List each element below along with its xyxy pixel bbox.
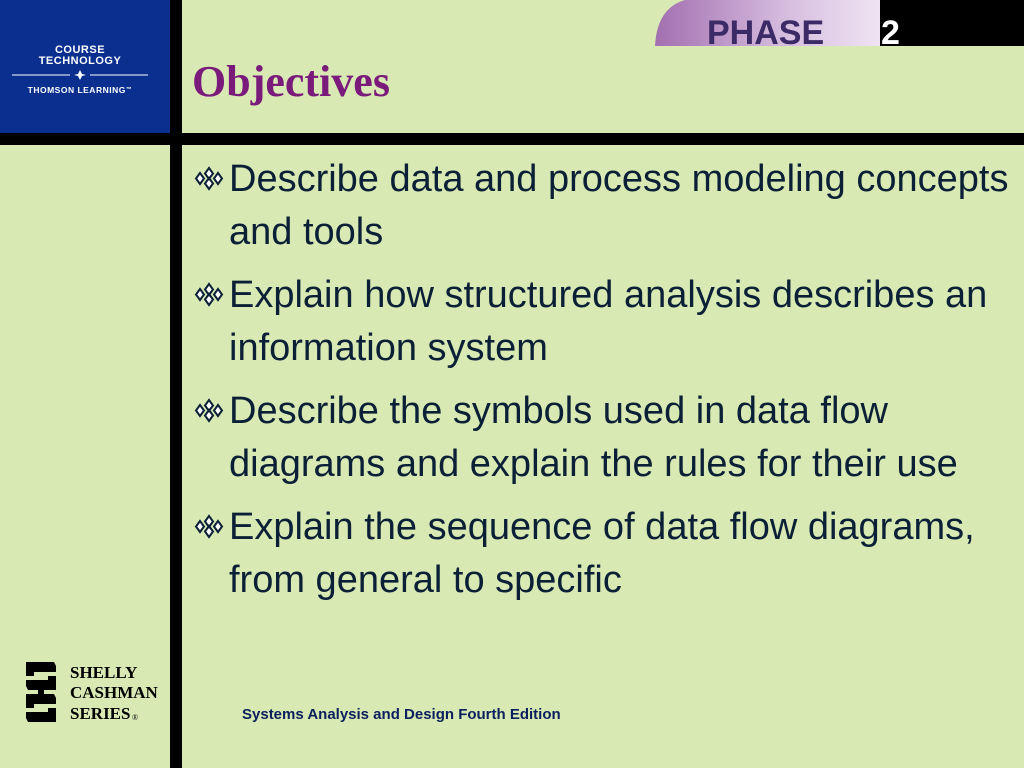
logo-line-technology: TECHNOLOGY xyxy=(38,55,122,67)
footer-edition-text: Systems Analysis and Design Fourth Editi… xyxy=(242,706,561,723)
series-logo-registered: ® xyxy=(132,713,138,722)
phase-number: 2 xyxy=(881,14,900,46)
series-logo-shelly: SHELLY xyxy=(70,663,137,682)
objective-item: Explain the sequence of data flow diagra… xyxy=(191,501,1016,607)
objective-item: Explain how structured analysis describe… xyxy=(191,269,1016,375)
shelly-cashman-series-logo: SHELLY CASHMAN SERIES ® xyxy=(26,662,159,723)
logo-line-course: COURSE xyxy=(54,44,106,56)
logo-star-icon xyxy=(12,70,148,80)
four-diamond-bullet-icon xyxy=(194,514,224,539)
objective-text: Explain how structured analysis describe… xyxy=(229,274,988,369)
logo-thomson-text: THOMSON LEARNING xyxy=(27,85,126,95)
series-logo-cashman: CASHMAN xyxy=(70,683,159,702)
objective-text: Describe the symbols used in data flow d… xyxy=(229,390,958,485)
four-diamond-bullet-icon xyxy=(194,398,224,423)
four-diamond-bullet-icon xyxy=(194,166,224,191)
objectives-list: Describe data and process modeling conce… xyxy=(191,153,1016,617)
four-diamond-bullet-icon xyxy=(194,282,224,307)
phase-word: PHASE xyxy=(707,14,824,46)
logo-line-thomson: THOMSON LEARNING™ xyxy=(0,85,160,95)
slide-title: Objectives xyxy=(192,57,390,106)
phase-banner: PHASE 2 xyxy=(655,0,1024,46)
logo-trademark: ™ xyxy=(125,87,133,93)
objective-text: Describe data and process modeling conce… xyxy=(229,158,1009,253)
vertical-divider xyxy=(170,0,182,768)
objective-text: Explain the sequence of data flow diagra… xyxy=(229,506,975,601)
horizontal-divider xyxy=(0,133,1024,145)
series-logo-series: SERIES xyxy=(70,704,130,723)
objective-item: Describe data and process modeling conce… xyxy=(191,153,1016,259)
objective-item: Describe the symbols used in data flow d… xyxy=(191,385,1016,491)
stacked-books-icon xyxy=(26,662,56,722)
course-technology-logo: COURSE TECHNOLOGY THOMSON LEARNING™ xyxy=(0,0,170,133)
